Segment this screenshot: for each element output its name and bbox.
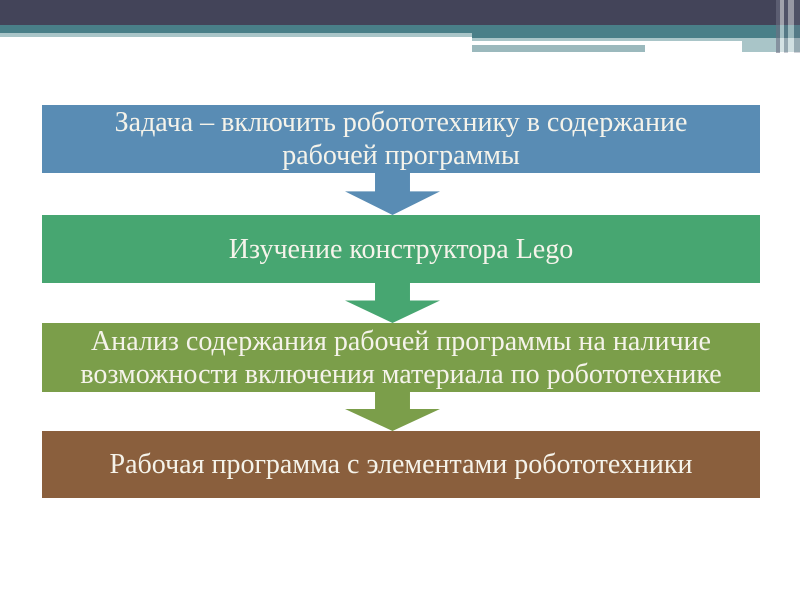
header-teal-stripe-right — [472, 33, 800, 38]
header-corner-stripe — [784, 0, 788, 53]
header-corner-stripe — [780, 0, 784, 53]
header-muted-teal-block — [472, 45, 645, 52]
down-arrow-icon — [345, 172, 440, 215]
flow-step-lego: Изучение конструктора Lego — [42, 215, 760, 283]
down-arrow-icon — [345, 391, 440, 431]
header-corner-stripe — [776, 0, 780, 53]
header-light-stripe-left — [0, 33, 472, 37]
down-arrow-icon — [345, 282, 440, 323]
header-light-block-far-right — [742, 41, 800, 52]
header-corner-stripe — [788, 0, 794, 53]
flow-step-task: Задача – включить робототехнику в содерж… — [42, 105, 760, 173]
header-dark-bar — [0, 0, 800, 25]
header-teal-stripe — [0, 25, 800, 33]
flow-step-result: Рабочая программа с элементами робототех… — [42, 431, 760, 498]
header-light-stripe-right — [472, 38, 800, 41]
header-white-divider — [472, 41, 742, 45]
flow-step-analysis: Анализ содержания рабочей программы на н… — [42, 323, 760, 392]
header-corner-stripe — [794, 0, 800, 53]
